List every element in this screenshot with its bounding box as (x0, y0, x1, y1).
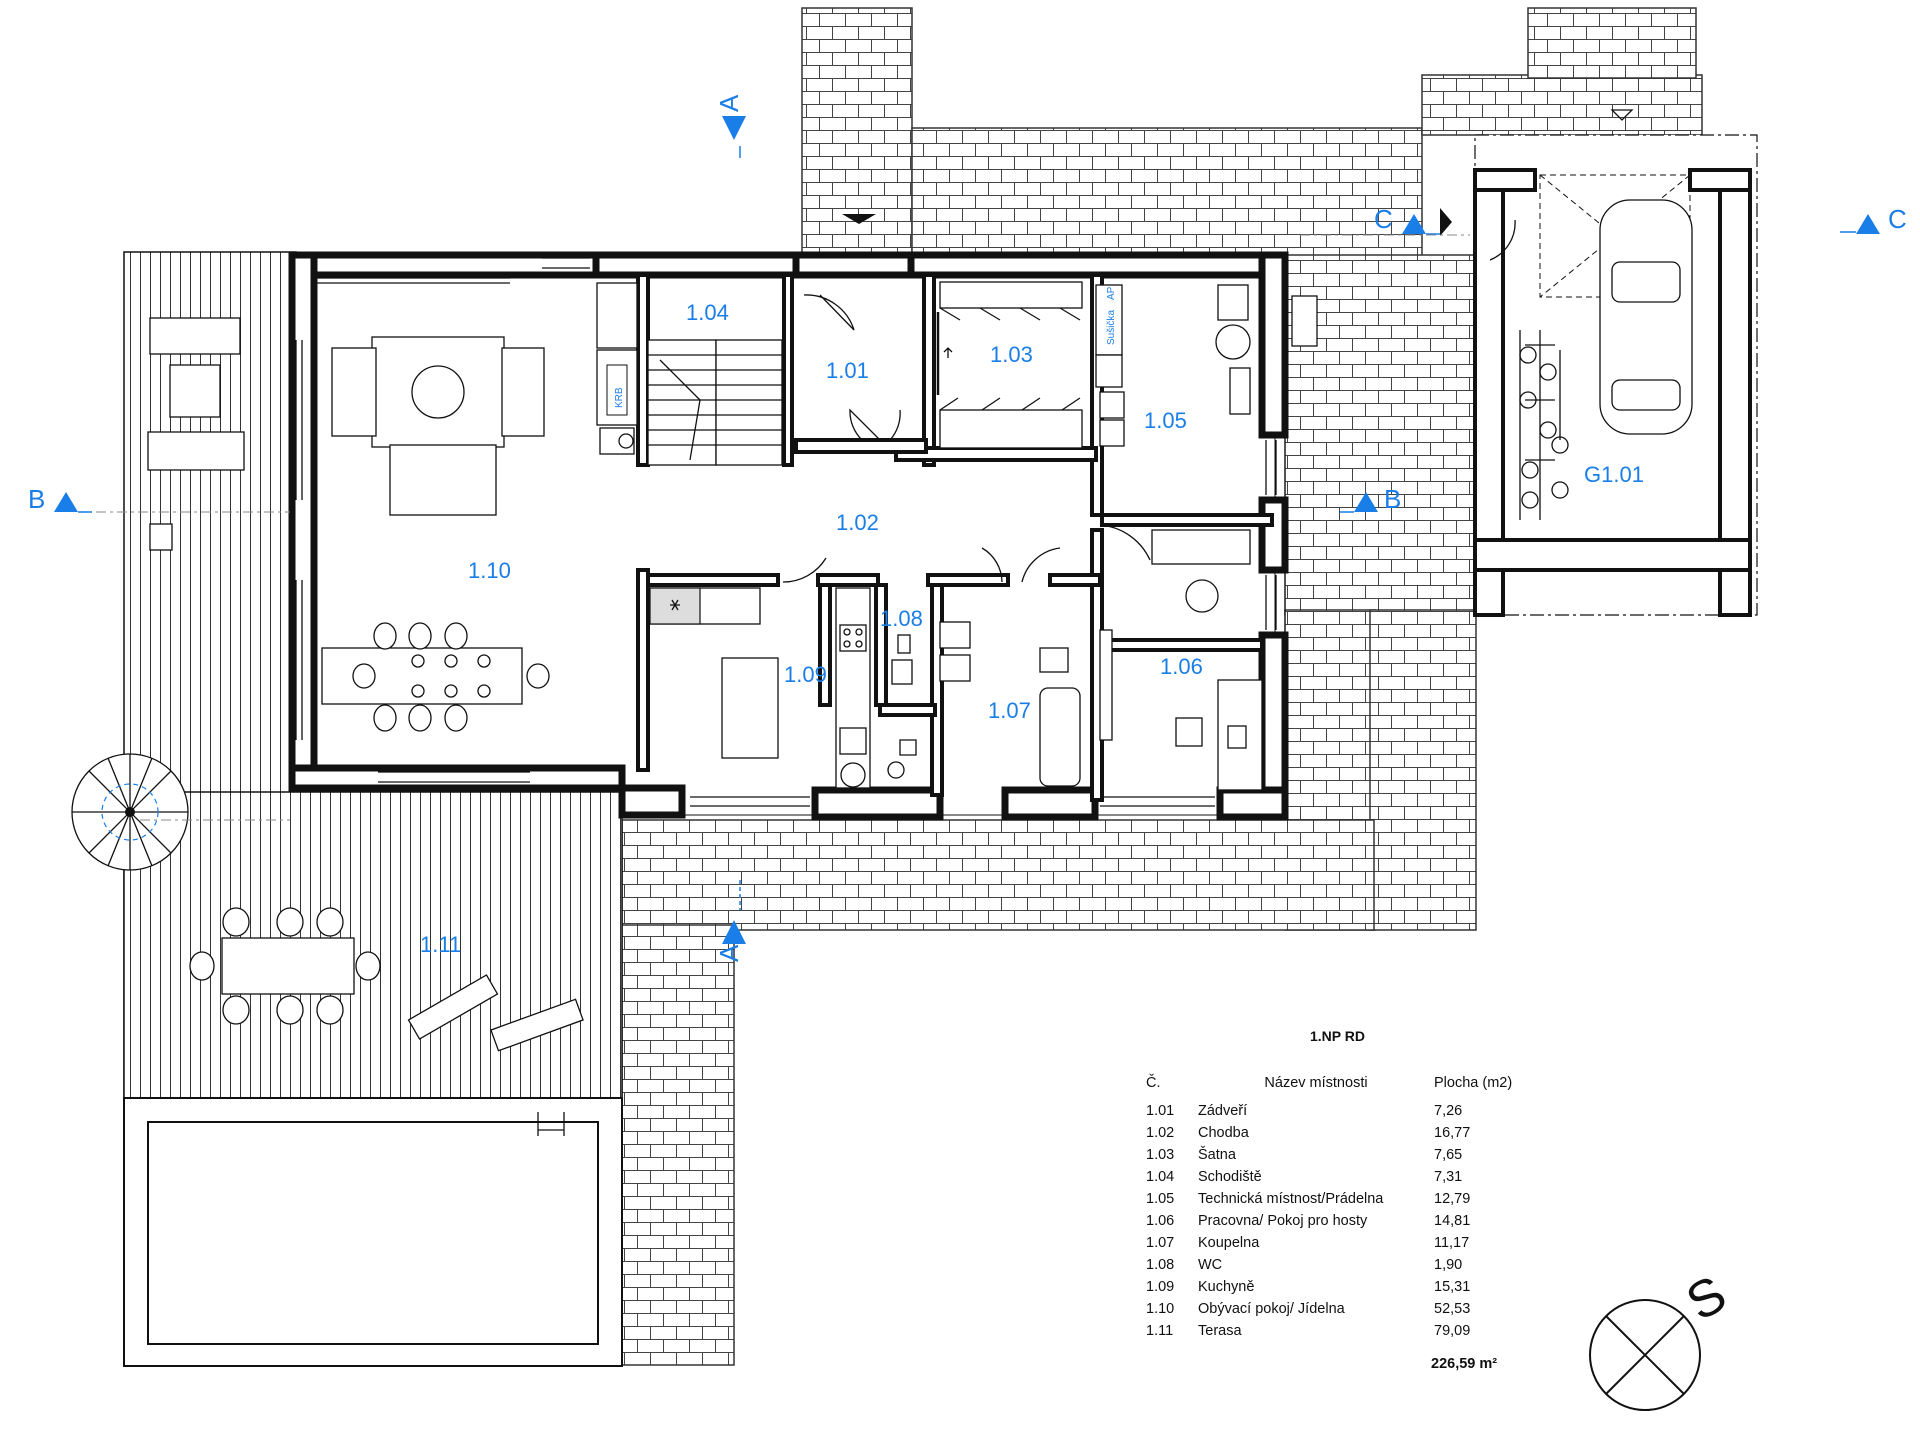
legend-area: 16,77 (1434, 1125, 1471, 1141)
legend-no: 1.10 (1146, 1301, 1175, 1317)
room-label-1-05: 1.05 (1144, 408, 1187, 433)
legend-row: 1.06 Pracovna/ Pokoj pro hosty 14,81 (1146, 1210, 1512, 1232)
legend-area: 1,90 (1434, 1257, 1463, 1273)
room-label-1-03: 1.03 (990, 342, 1033, 367)
legend-row: 1.07 Koupelna 11,17 (1146, 1232, 1512, 1254)
legend-name: Obývací pokoj/ Jídelna (1198, 1301, 1345, 1317)
legend-name: Pracovna/ Pokoj pro hosty (1198, 1213, 1368, 1229)
room-labels: 1.04 1.01 1.03 1.05 1.02 1.10 1.08 1.09 … (420, 300, 1644, 957)
legend-no: 1.04 (1146, 1169, 1175, 1185)
living-furniture (321, 336, 550, 732)
legend-name: Terasa (1198, 1323, 1242, 1339)
legend-row: 1.08 WC 1,90 (1146, 1254, 1512, 1276)
section-a-top-label: A (714, 94, 744, 112)
legend-area: 7,26 (1434, 1103, 1463, 1119)
legend-row: 1.04 Schodiště 7,31 (1146, 1166, 1512, 1188)
north-arrow: S (1589, 1265, 1736, 1411)
room-label-1-02: 1.02 (836, 510, 879, 535)
legend-name: Šatna (1198, 1147, 1236, 1163)
legend-name: Schodiště (1198, 1169, 1262, 1185)
legend-name: WC (1198, 1257, 1223, 1273)
room-label-1-07: 1.07 (988, 698, 1031, 723)
windows (295, 257, 1277, 807)
legend-no: 1.07 (1146, 1235, 1175, 1251)
ap-label: AP (1106, 286, 1117, 300)
section-c-left-label: C (1374, 204, 1393, 234)
legend-row: 1.01 Zádveří 7,26 (1146, 1100, 1512, 1122)
fireplace: KRB (596, 282, 638, 455)
room-label-1-11: 1.11 (420, 932, 461, 957)
garage (1473, 109, 1758, 617)
kitchen-fixtures (649, 557, 871, 789)
legend-header-area: Plocha (m2) (1434, 1075, 1513, 1091)
legend-name: Koupelna (1198, 1235, 1260, 1251)
legend-area: 52,53 (1434, 1301, 1471, 1317)
legend-no: 1.05 (1146, 1191, 1175, 1207)
legend-row: 1.09 Kuchyně 15,31 (1146, 1276, 1512, 1298)
legend-no: 1.01 (1146, 1103, 1175, 1119)
legend-area: 7,65 (1434, 1147, 1463, 1163)
legend-row: 1.10 Obývací pokoj/ Jídelna 52,53 (1146, 1298, 1512, 1320)
legend-area: 7,31 (1434, 1169, 1463, 1185)
room-label-1-08: 1.08 (880, 606, 923, 631)
legend-area: 11,17 (1434, 1235, 1470, 1251)
section-c-right-label: C (1888, 204, 1907, 234)
house-walls (288, 251, 1289, 821)
legend-no: 1.06 (1146, 1213, 1175, 1229)
technical-room-fixtures: Sušička AP (1095, 284, 1318, 447)
room-label-1-09: 1.09 (784, 662, 827, 687)
legend-header-no: Č. (1146, 1075, 1161, 1091)
room-label-1-06: 1.06 (1160, 654, 1203, 679)
legend-title: 1.NP RD (1310, 1028, 1365, 1044)
legend-name: Chodba (1198, 1125, 1249, 1141)
room-legend: Č. Název místnosti Plocha (m2) 1.01 Zádve… (1146, 1072, 1512, 1342)
room-label-1-10: 1.10 (468, 558, 511, 583)
legend-no: 1.02 (1146, 1125, 1175, 1141)
legend-row: 1.11 Terasa 79,09 (1146, 1320, 1512, 1342)
legend-area: 79,09 (1434, 1323, 1471, 1339)
legend-header-name: Název místnosti (1264, 1075, 1368, 1091)
study-fixtures (1099, 524, 1263, 791)
legend-row: 1.05 Technická místnost/Prádelna 12,79 (1146, 1188, 1512, 1210)
legend-no: 1.11 (1146, 1323, 1174, 1339)
legend-header-row: Č. Název místnosti Plocha (m2) (1146, 1072, 1512, 1094)
section-b-left-label: B (28, 484, 45, 514)
spiral-stair (71, 753, 189, 871)
bathroom-fixtures (887, 547, 1081, 787)
room-label-1-04: 1.04 (686, 300, 729, 325)
legend-area: 12,79 (1434, 1191, 1471, 1207)
stairs (647, 339, 783, 466)
section-b-right-label: B (1384, 484, 1401, 514)
entrance-marks (842, 208, 1452, 236)
legend-name: Kuchyně (1198, 1279, 1255, 1295)
legend-name: Zádveří (1198, 1103, 1248, 1119)
terrace-furniture (147, 317, 584, 1052)
legend-area: 14,81 (1434, 1213, 1471, 1229)
fireplace-label: KRB (614, 387, 625, 408)
legend-total: 226,59 m² (1431, 1356, 1498, 1372)
legend-name: Technická místnost/Prádelna (1198, 1191, 1384, 1207)
room-label-1-01: 1.01 (826, 358, 869, 383)
legend-row: 1.03 Šatna 7,65 (1146, 1144, 1512, 1166)
legend-no: 1.03 (1146, 1147, 1175, 1163)
section-a-bottom-label: A (714, 944, 744, 962)
section-markers: A A B B C C (28, 94, 1907, 962)
dryer-label: Sušička (1106, 310, 1117, 345)
legend-row: 1.02 Chodba 16,77 (1146, 1122, 1512, 1144)
legend-no: 1.08 (1146, 1257, 1175, 1273)
legend-area: 15,31 (1434, 1279, 1471, 1295)
legend-no: 1.09 (1146, 1279, 1175, 1295)
room-label-g1-01: G1.01 (1584, 462, 1644, 487)
wardrobe-fixtures (803, 281, 1083, 449)
